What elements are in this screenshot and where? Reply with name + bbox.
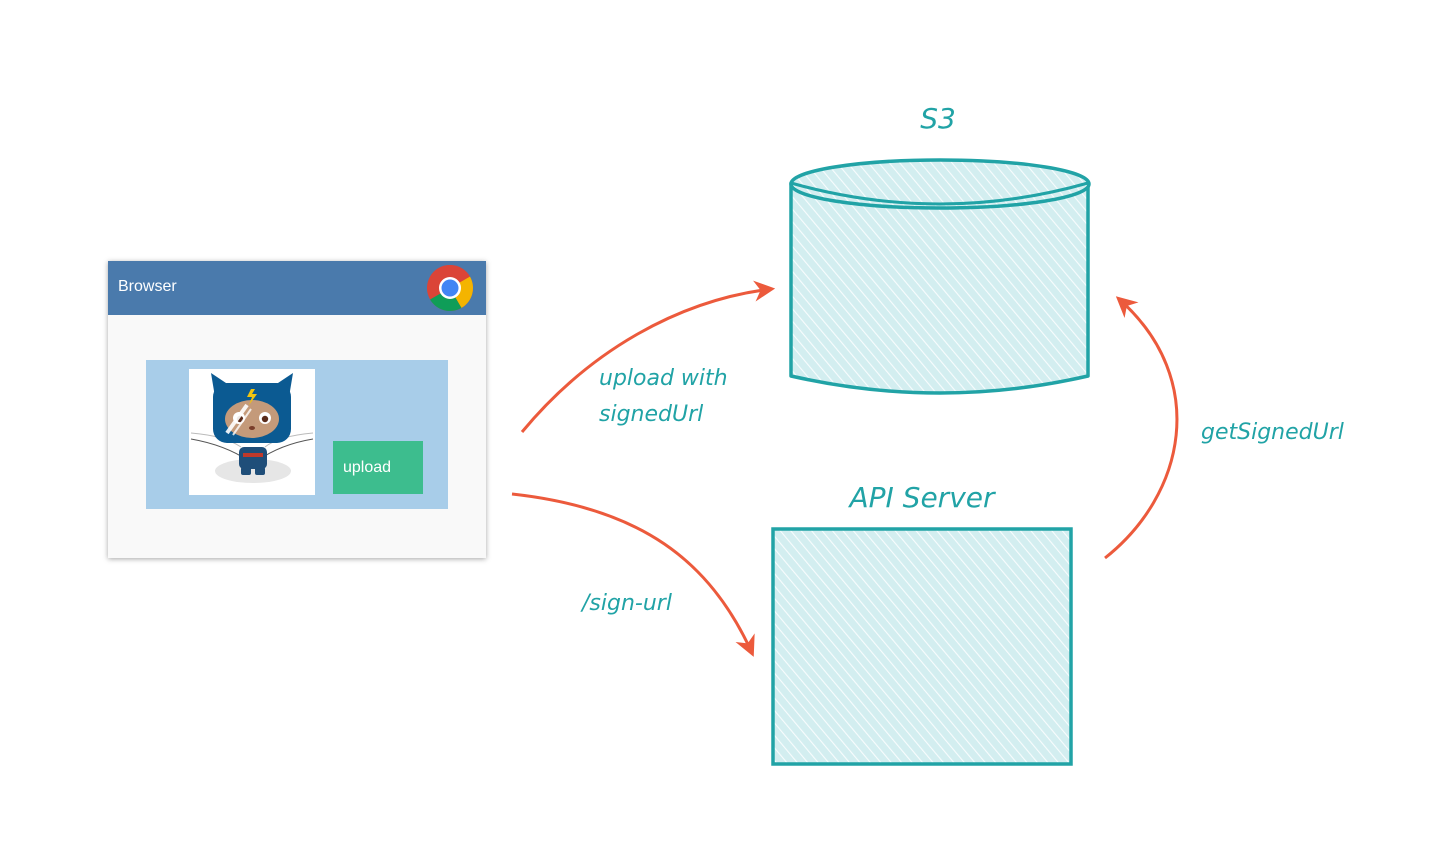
s3-cylinder-body (789, 181, 1090, 395)
label-sign-url: /sign-url (580, 591, 672, 616)
api-server-label: API Server (847, 481, 996, 514)
label-get-signed-url: getSignedUrl (1201, 420, 1344, 445)
s3-label: S3 (920, 102, 956, 135)
edge-get-signed-url: getSignedUrl (1104, 296, 1344, 560)
api-server-box (771, 527, 1073, 766)
browser-window: Browser (108, 261, 486, 558)
browser-title: Browser (118, 278, 177, 295)
chrome-icon (427, 264, 474, 312)
label-upload-line-1: upload with (599, 366, 728, 391)
s3-node[interactable]: S3 (789, 102, 1091, 395)
octocat-image-frame (189, 369, 315, 495)
browser-titlebar: Browser (108, 261, 486, 315)
upload-button[interactable]: upload (333, 441, 423, 494)
arrow-upload (520, 280, 776, 433)
s3-cylinder-top (789, 158, 1091, 210)
edge-upload: upload with signedUrl (520, 280, 776, 433)
arrow-sign-url (511, 492, 755, 657)
upload-panel: upload (146, 360, 448, 509)
api-server-node[interactable]: API Server (771, 481, 1073, 766)
arrow-get-signed-url (1104, 296, 1179, 560)
octocat-icon (190, 373, 314, 483)
label-upload-line-2: signedUrl (599, 402, 703, 427)
edge-sign-url: /sign-url (511, 492, 755, 657)
